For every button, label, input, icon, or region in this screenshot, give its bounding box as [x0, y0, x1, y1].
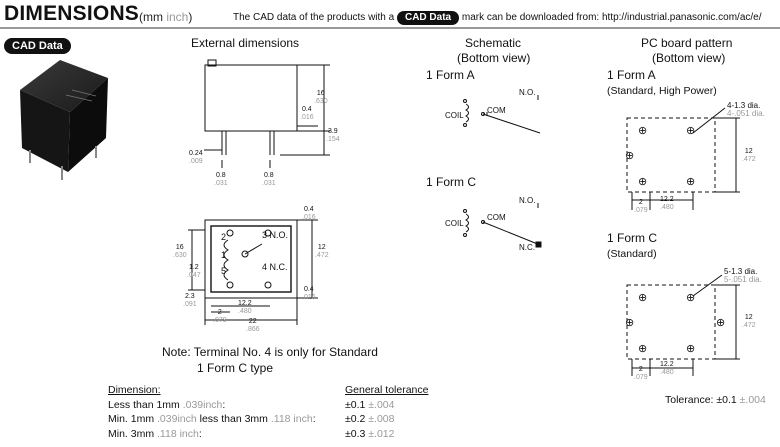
pin-2-label: 2 — [221, 232, 227, 242]
tolerance-row-3-dim: Min. 3mm .118 inch: — [108, 428, 202, 440]
dim-top-04: 0.4.016 — [300, 106, 314, 121]
pcb-form-c-label: 1 Form C — [607, 231, 658, 245]
pcb-hole-icon: ⊕ — [625, 150, 635, 162]
pcb-c-dim-2: 2.079 — [634, 366, 648, 381]
pcb-form-a-hole: 4-1.3 dia.4-.051 dia. — [727, 101, 765, 118]
schematic-a-com: COM — [487, 106, 506, 115]
schematic-form-a — [463, 95, 541, 134]
dim-height-16: 16.630 — [314, 90, 328, 105]
tolerance-row-2-dim: Min. 1mm .039inch less than 3mm .118 inc… — [108, 413, 316, 425]
terminal-note-line1: Note: Terminal No. 4 is only for Standar… — [162, 345, 378, 359]
dim-pin-024: 0.24.009 — [189, 150, 203, 165]
pcb-a-dim-2: 2.079 — [634, 199, 648, 214]
pcb-hole-icon: ⊕ — [686, 176, 696, 188]
schematic-form-c — [463, 203, 542, 248]
schematic-c-no: N.O. — [519, 196, 536, 205]
pcb-hole-icon: ⊕ — [638, 343, 648, 355]
dim-pin-08-a: 0.8.031 — [214, 172, 228, 187]
cad-data-inline-badge: CAD Data — [396, 11, 460, 25]
tolerance-col2-head: General tolerance — [345, 384, 429, 396]
pcb-form-a-sub: (Standard, High Power) — [607, 85, 717, 97]
dim-122: 12.2.480 — [238, 300, 252, 315]
pcb-form-c-hole: 5-1.3 dia.5-.051 dia. — [724, 267, 762, 284]
dim-bottom-04b: 0.4.016 — [302, 286, 316, 301]
schematic-form-c-label: 1 Form C — [426, 175, 477, 189]
relay-photo — [20, 60, 108, 180]
pin-3-label: 3 N.O. — [262, 230, 289, 240]
schematic-c-com: COM — [487, 213, 506, 222]
pcb-form-c-sub: (Standard) — [607, 248, 657, 260]
pcb-c-dim-12: 12.472 — [742, 314, 756, 329]
pin-5-label: 5 — [221, 266, 227, 276]
cad-download-note: The CAD data of the products with a CAD … — [233, 11, 762, 25]
tolerance-row-1-val: ±0.1 ±.004 — [345, 399, 395, 411]
dim-top-04a: 0.4.016 — [302, 206, 316, 221]
pcb-a-dim-122: 12.2.480 — [660, 196, 674, 211]
schematic-subheading: (Bottom view) — [457, 51, 531, 65]
pcb-heading: PC board pattern — [641, 36, 733, 50]
pin-4-label: 4 N.C. — [262, 262, 288, 272]
tolerance-row-1-dim: Less than 1mm .039inch: — [108, 399, 226, 411]
pcb-form-a — [626, 107, 740, 210]
dim-left-12: 1.2.047 — [187, 264, 201, 279]
dim-pin-39: 3.9.154 — [326, 128, 340, 143]
pcb-tolerance: Tolerance: ±0.1 ±.004 — [665, 394, 766, 406]
dim-pin-08-b: 0.8.031 — [262, 172, 276, 187]
schematic-heading: Schematic — [465, 36, 522, 50]
pcb-hole-icon: ⊕ — [625, 317, 635, 329]
terminal-note-line2: 1 Form C type — [197, 361, 274, 375]
pcb-a-dim-12: 12.472 — [742, 148, 756, 163]
tolerance-row-2-val: ±0.2 ±.008 — [345, 413, 395, 425]
dim-left-16: 16.630 — [173, 244, 187, 259]
tolerance-col1-head: Dimension: — [108, 384, 161, 396]
side-view-drawing — [204, 59, 330, 168]
pcb-hole-icon: ⊕ — [638, 176, 648, 188]
unit-label: (mm inch) — [139, 10, 193, 24]
pcb-form-a-label: 1 Form A — [607, 68, 656, 82]
pcb-form-c — [626, 274, 740, 376]
pcb-hole-icon: ⊕ — [686, 343, 696, 355]
pcb-hole-icon: ⊕ — [638, 292, 648, 304]
dim-right-12: 12.472 — [315, 244, 329, 259]
dim-23: 2.3.091 — [183, 293, 197, 308]
schematic-c-coil: COIL — [445, 219, 464, 228]
pcb-hole-icon: ⊕ — [638, 125, 648, 137]
cad-data-badge[interactable]: CAD Data — [4, 38, 71, 54]
pcb-subheading: (Bottom view) — [652, 51, 726, 65]
schematic-form-a-label: 1 Form A — [426, 68, 475, 82]
pcb-hole-icon: ⊕ — [716, 317, 726, 329]
pin-1-label: 1 — [221, 250, 227, 260]
dim-2: 2.079 — [213, 309, 227, 324]
dim-22: 22.866 — [246, 318, 260, 333]
bottom-view-drawing — [188, 219, 318, 325]
pcb-c-dim-122: 12.2.480 — [660, 361, 674, 376]
schematic-a-no: N.O. — [519, 88, 536, 97]
external-dimensions-heading: External dimensions — [191, 36, 300, 50]
schematic-a-coil: COIL — [445, 111, 464, 120]
pcb-hole-icon: ⊕ — [686, 125, 696, 137]
tolerance-row-3-val: ±0.3 ±.012 — [345, 428, 395, 440]
schematic-c-nc: N.C. — [519, 243, 535, 252]
pcb-hole-icon: ⊕ — [686, 292, 696, 304]
page-title: DIMENSIONS — [4, 2, 140, 25]
